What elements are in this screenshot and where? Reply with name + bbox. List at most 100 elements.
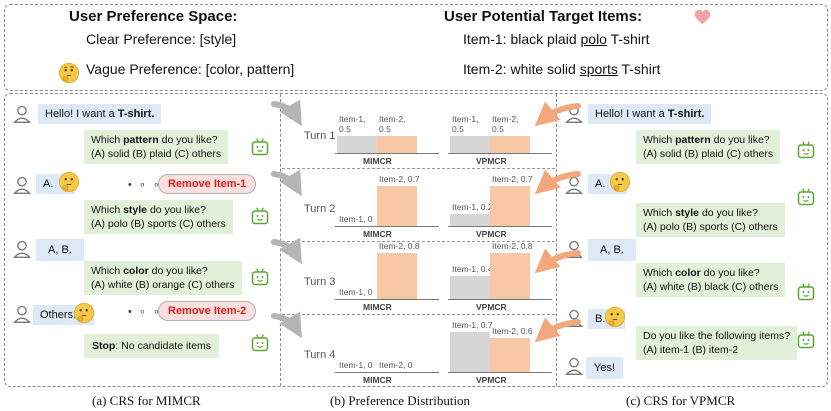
robot-icon bbox=[797, 283, 815, 301]
target-item-2: Item-2: white solid sports T-shirt bbox=[463, 61, 660, 77]
right-system-q3: Which color do you like?(A) white (B) bl… bbox=[636, 263, 786, 297]
robot-icon bbox=[797, 141, 815, 159]
q3-post: do you like? bbox=[148, 265, 208, 277]
q2-options: (A) polo (B) sports (C) others bbox=[643, 221, 778, 233]
mimcr-axis bbox=[335, 372, 439, 373]
bar-vpmcr-item-2 bbox=[490, 253, 530, 299]
vpmcr-label: VPMCR bbox=[476, 302, 507, 312]
turn-label: Turn 2 bbox=[304, 203, 336, 215]
left-system-q3: Which color do you like?(A) white (B) or… bbox=[84, 261, 242, 295]
q3-pre: Which bbox=[643, 267, 676, 279]
bar-value-label: Item-1, 0 bbox=[339, 360, 373, 370]
q2-pre: Which bbox=[91, 204, 124, 216]
q1-post: do you like? bbox=[710, 134, 770, 146]
preference-space-title: User Preference Space: bbox=[69, 8, 238, 25]
vpmcr-axis bbox=[448, 372, 552, 373]
thinking-face-icon bbox=[59, 172, 79, 192]
robot-icon bbox=[797, 188, 815, 206]
robot-icon bbox=[251, 334, 269, 352]
greeting-text: Hello! I want a bbox=[45, 108, 118, 120]
item2-suffix: T-shirt bbox=[617, 61, 661, 77]
vague-preference-line: Vague Preference: [color, pattern] bbox=[86, 61, 294, 77]
bar-mimcr-item-2 bbox=[377, 186, 417, 226]
top-frame bbox=[4, 4, 828, 91]
robot-icon bbox=[797, 331, 815, 349]
item2-prefix: Item-2: white solid bbox=[463, 61, 580, 77]
bar-mimcr-item-2 bbox=[377, 253, 417, 299]
bar-value-label: Item-1, 0 bbox=[339, 214, 373, 224]
bar-value-label: Item-1, 0.7 bbox=[452, 320, 493, 330]
bar-value-label: Item-2, 0.7 bbox=[492, 174, 533, 184]
remove-item-1-cloud: Remove Item-1 bbox=[158, 174, 257, 194]
item2-underlined: sports bbox=[579, 61, 618, 77]
q2-post: do you like? bbox=[147, 204, 206, 216]
turn-label: Turn 4 bbox=[304, 349, 336, 361]
q1-options: (A) solid (B) plaid (C) others bbox=[91, 148, 222, 160]
bar-vpmcr-item-1 bbox=[450, 332, 490, 372]
bar-value-label: Item-2, 0.5 bbox=[379, 114, 406, 134]
vpmcr-axis bbox=[448, 226, 552, 227]
bar-vpmcr-item-1 bbox=[450, 136, 490, 153]
turn-separator bbox=[282, 241, 555, 242]
q3-post: do you like? bbox=[700, 267, 760, 279]
thinking-face-icon bbox=[605, 307, 625, 327]
q1-bold: pattern bbox=[123, 134, 159, 146]
arrow-right-turn-3 bbox=[534, 248, 581, 274]
bar-mimcr-item-1 bbox=[337, 136, 377, 153]
q3-bold: color bbox=[675, 267, 701, 279]
arrow-left-turn-2 bbox=[271, 169, 302, 197]
left-user-a2: A, B. bbox=[36, 239, 84, 261]
greeting-bold: T-shirt. bbox=[667, 108, 705, 120]
vague-preference-value: [color, pattern] bbox=[205, 61, 295, 77]
person-outline-icon bbox=[13, 240, 31, 258]
target-items-title: User Potential Target Items: bbox=[444, 8, 643, 25]
mimcr-axis bbox=[335, 226, 439, 227]
q3-pre: Which bbox=[91, 265, 124, 277]
q1-pre: Which bbox=[643, 134, 676, 146]
thinking-face-icon bbox=[74, 303, 94, 323]
bar-value-label: Item-2, 0.8 bbox=[492, 241, 533, 251]
turn-separator bbox=[282, 314, 555, 315]
bar-value-label: Item-1, 0.5 bbox=[452, 114, 479, 134]
person-outline-icon bbox=[13, 176, 31, 194]
bar-vpmcr-item-1 bbox=[450, 276, 490, 299]
right-user-greeting: Hello! I want a T-shirt. bbox=[588, 104, 712, 124]
stop-bold: Stop bbox=[92, 340, 116, 352]
target-item-1: Item-1: black plaid polo T-shirt bbox=[463, 31, 650, 47]
bar-vpmcr-item-1 bbox=[450, 214, 490, 226]
q2-bold: style bbox=[675, 207, 700, 219]
greeting-bold: T-shirt. bbox=[117, 108, 155, 120]
person-outline-icon bbox=[565, 176, 583, 194]
bar-value-label: Item-1, 0.4 bbox=[452, 264, 493, 274]
mimcr-label: MIMCR bbox=[363, 156, 392, 166]
person-outline-icon bbox=[565, 357, 583, 375]
q3-options: (A) white (B) orange (C) others bbox=[91, 279, 235, 291]
clear-preference-label: Clear Preference: bbox=[86, 31, 196, 47]
right-system-q1: Which pattern do you like?(A) solid (B) … bbox=[636, 130, 781, 164]
bar-vpmcr-item-2 bbox=[490, 338, 530, 372]
q2-options: (A) polo (B) sports (C) others bbox=[91, 218, 226, 230]
q1-pre: Which bbox=[91, 134, 124, 146]
ellipsis-dots: • ∘ ∘ bbox=[128, 306, 162, 318]
item1-underlined: polo bbox=[580, 31, 607, 47]
remove-item-2-cloud: Remove Item-2 bbox=[158, 301, 257, 321]
bottom-frame bbox=[4, 93, 828, 387]
caption-right: (c) CRS for VPMCR bbox=[626, 393, 736, 408]
gray-arrow bbox=[271, 99, 302, 339]
arrow-right-turn-4 bbox=[534, 317, 581, 343]
person-outline-icon bbox=[13, 305, 31, 323]
vpmcr-label: VPMCR bbox=[476, 375, 507, 385]
bar-vpmcr-item-2 bbox=[490, 186, 530, 226]
robot-icon bbox=[251, 207, 269, 225]
heart-icon bbox=[694, 9, 711, 25]
q1-post: do you like? bbox=[158, 134, 218, 146]
bar-value-label: Item-2, 0.8 bbox=[379, 241, 420, 251]
turn-label: Turn 1 bbox=[304, 130, 336, 142]
vpmcr-axis bbox=[448, 299, 552, 300]
mimcr-label: MIMCR bbox=[363, 375, 392, 385]
vpmcr-label: VPMCR bbox=[476, 229, 507, 239]
bar-value-label: Item-1, 0 bbox=[339, 287, 373, 297]
bar-value-label: Item-2, 0.5 bbox=[492, 114, 519, 134]
